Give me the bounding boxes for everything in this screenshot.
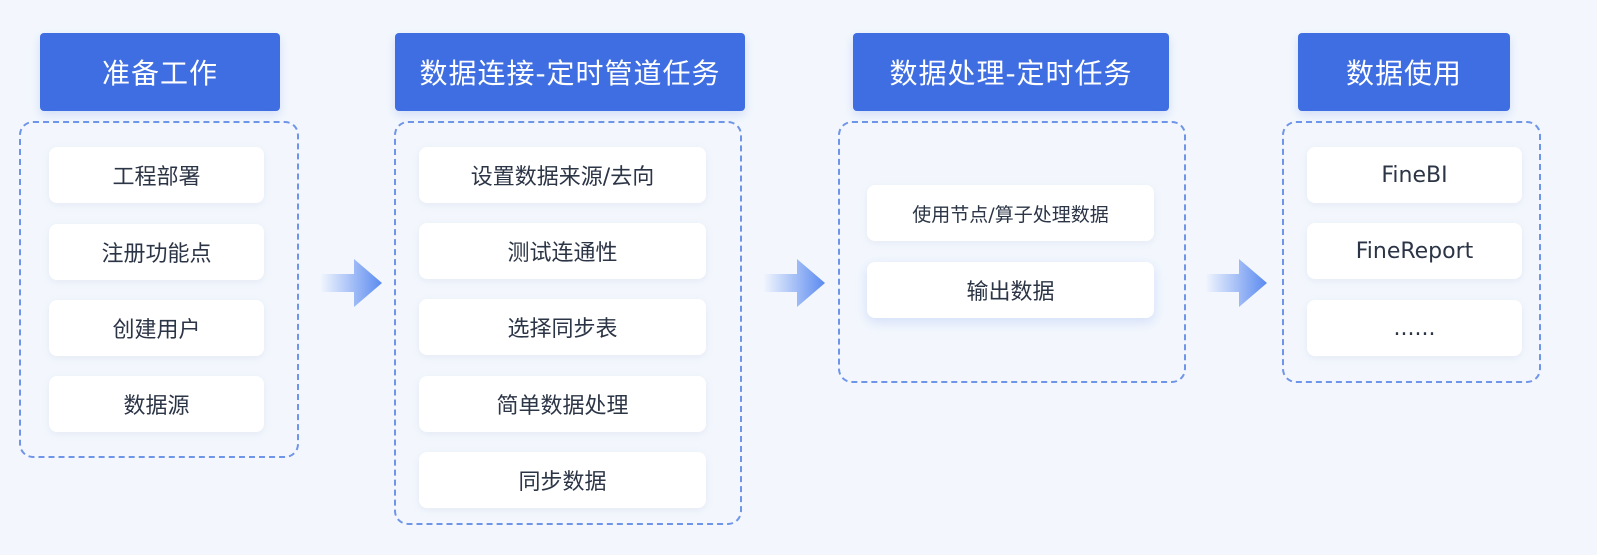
step-card: 使用节点/算子处理数据 xyxy=(867,185,1154,241)
step-card: 工程部署 xyxy=(49,147,264,203)
step-card: FineBI xyxy=(1307,147,1522,203)
arrow-right-icon xyxy=(320,259,382,307)
step-card: 输出数据 xyxy=(867,262,1154,318)
step-card: 注册功能点 xyxy=(49,224,264,280)
step-card: 设置数据来源/去向 xyxy=(419,147,706,203)
column-group-prepare xyxy=(19,121,299,458)
step-card: 同步数据 xyxy=(419,452,706,508)
column-header-data-connection: 数据连接-定时管道任务 xyxy=(395,33,745,111)
column-header-data-processing: 数据处理-定时任务 xyxy=(853,33,1169,111)
step-card: FineReport xyxy=(1307,223,1522,279)
arrow-right-icon xyxy=(1205,259,1267,307)
column-header-data-usage: 数据使用 xyxy=(1298,33,1510,111)
step-card: 简单数据处理 xyxy=(419,376,706,432)
arrow-right-icon xyxy=(763,259,825,307)
column-group-data-usage xyxy=(1282,121,1541,383)
step-card: ...... xyxy=(1307,300,1522,356)
step-card: 创建用户 xyxy=(49,300,264,356)
step-card: 测试连通性 xyxy=(419,223,706,279)
step-card: 数据源 xyxy=(49,376,264,432)
column-group-data-processing xyxy=(838,121,1186,383)
column-header-prepare: 准备工作 xyxy=(40,33,280,111)
column-group-data-connection xyxy=(394,121,742,525)
step-card: 选择同步表 xyxy=(419,299,706,355)
